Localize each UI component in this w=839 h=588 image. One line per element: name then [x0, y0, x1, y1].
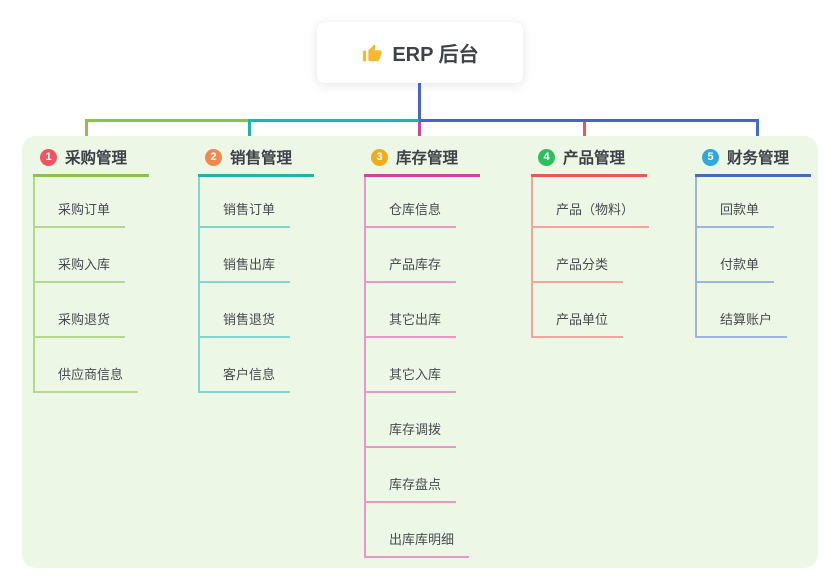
- branch-children: 销售订单销售出库销售退货客户信息: [198, 177, 291, 393]
- branch-node[interactable]: 2 销售管理: [198, 146, 315, 177]
- child-row: 产品单位: [533, 283, 649, 338]
- connector-drop-branch-2: [248, 119, 251, 145]
- child-node[interactable]: 产品单位: [533, 309, 624, 338]
- child-row: 其它入库: [366, 338, 469, 393]
- child-row: 产品库存: [366, 228, 469, 283]
- child-node[interactable]: 采购退货: [35, 309, 126, 338]
- child-row: 采购订单: [35, 177, 138, 228]
- child-node[interactable]: 回款单: [697, 199, 775, 228]
- branch-label: 销售管理: [230, 150, 293, 167]
- child-node[interactable]: 其它入库: [366, 364, 457, 393]
- child-row: 库存调拨: [366, 393, 469, 448]
- connector-drop-branch-3: [418, 122, 421, 145]
- branch-number-badge: 3: [371, 148, 388, 166]
- thumbs-up-icon: [363, 43, 382, 61]
- child-node[interactable]: 供应商信息: [35, 364, 139, 393]
- child-node[interactable]: 采购入库: [35, 254, 126, 283]
- child-row: 出库库明细: [366, 503, 470, 558]
- root-label: ERP 后台: [392, 44, 479, 66]
- child-row: 仓库信息: [366, 177, 469, 228]
- root-node[interactable]: ERP 后台: [317, 22, 523, 83]
- child-node[interactable]: 销售订单: [200, 199, 291, 228]
- child-row: 付款单: [697, 228, 787, 283]
- branch-children: 仓库信息产品库存其它出库其它入库库存调拨库存盘点出库库明细: [364, 177, 470, 558]
- connector-bus-center: [250, 119, 419, 122]
- branch-column: 2 销售管理销售订单销售出库销售退货客户信息: [198, 146, 315, 393]
- branch-column: 1 采购管理采购订单采购入库采购退货供应商信息: [33, 146, 150, 393]
- branch-node[interactable]: 4 产品管理: [531, 146, 648, 177]
- child-row: 产品（物料）: [533, 177, 650, 228]
- child-row: 回款单: [697, 177, 787, 228]
- branch-column: 4 产品管理产品（物料） 产品分类产品单位: [531, 146, 650, 338]
- branch-label: 采购管理: [65, 150, 128, 167]
- connector-drop-branch-5: [756, 119, 759, 145]
- child-node[interactable]: 产品库存: [366, 254, 457, 283]
- child-node[interactable]: 库存调拨: [366, 419, 457, 448]
- child-node[interactable]: 库存盘点: [366, 474, 457, 503]
- connector-root-drop: [418, 83, 421, 122]
- child-node[interactable]: 仓库信息: [366, 199, 457, 228]
- child-row: 采购退货: [35, 283, 138, 338]
- branch-node[interactable]: 1 采购管理: [33, 146, 150, 177]
- branch-number-badge: 1: [40, 148, 57, 166]
- child-node[interactable]: 其它出库: [366, 309, 457, 338]
- branch-number-badge: 4: [538, 148, 555, 166]
- child-node[interactable]: 产品分类: [533, 254, 624, 283]
- branch-column: 3 库存管理仓库信息产品库存其它出库其它入库库存调拨库存盘点出库库明细: [364, 146, 481, 558]
- connector-drop-branch-4: [583, 122, 586, 145]
- child-node[interactable]: 客户信息: [200, 364, 291, 393]
- branch-number-badge: 2: [205, 148, 222, 166]
- child-node[interactable]: 销售出库: [200, 254, 291, 283]
- child-row: 产品分类: [533, 228, 649, 283]
- child-row: 采购入库: [35, 228, 138, 283]
- child-node[interactable]: 采购订单: [35, 199, 126, 228]
- child-row: 销售出库: [200, 228, 291, 283]
- branch-label: 财务管理: [727, 150, 790, 167]
- branch-number-badge: 5: [702, 148, 719, 166]
- child-node[interactable]: 销售退货: [200, 309, 291, 338]
- connector-bus-left: [85, 119, 250, 122]
- child-node[interactable]: 出库库明细: [366, 529, 470, 558]
- child-row: 结算账户: [697, 283, 788, 338]
- child-row: 销售退货: [200, 283, 291, 338]
- branch-column: 5 财务管理回款单付款单结算账户: [695, 146, 812, 338]
- branches-panel: [22, 136, 818, 568]
- branch-node[interactable]: 3 库存管理: [364, 146, 481, 177]
- branch-children: 采购订单采购入库采购退货供应商信息: [33, 177, 139, 393]
- branch-children: 回款单付款单结算账户: [695, 177, 788, 338]
- child-node[interactable]: 付款单: [697, 254, 775, 283]
- branch-label: 库存管理: [396, 150, 459, 167]
- child-row: 库存盘点: [366, 448, 469, 503]
- connector-bus-right: [419, 119, 759, 122]
- branch-label: 产品管理: [563, 150, 626, 167]
- child-node[interactable]: 产品（物料）: [533, 199, 650, 228]
- child-node[interactable]: 结算账户: [697, 309, 788, 338]
- child-row: 销售订单: [200, 177, 291, 228]
- child-row: 供应商信息: [35, 338, 139, 393]
- child-row: 其它出库: [366, 283, 469, 338]
- connector-drop-branch-1: [85, 119, 88, 145]
- branch-node[interactable]: 5 财务管理: [695, 146, 812, 177]
- branch-children: 产品（物料） 产品分类产品单位: [531, 177, 650, 338]
- child-row: 客户信息: [200, 338, 291, 393]
